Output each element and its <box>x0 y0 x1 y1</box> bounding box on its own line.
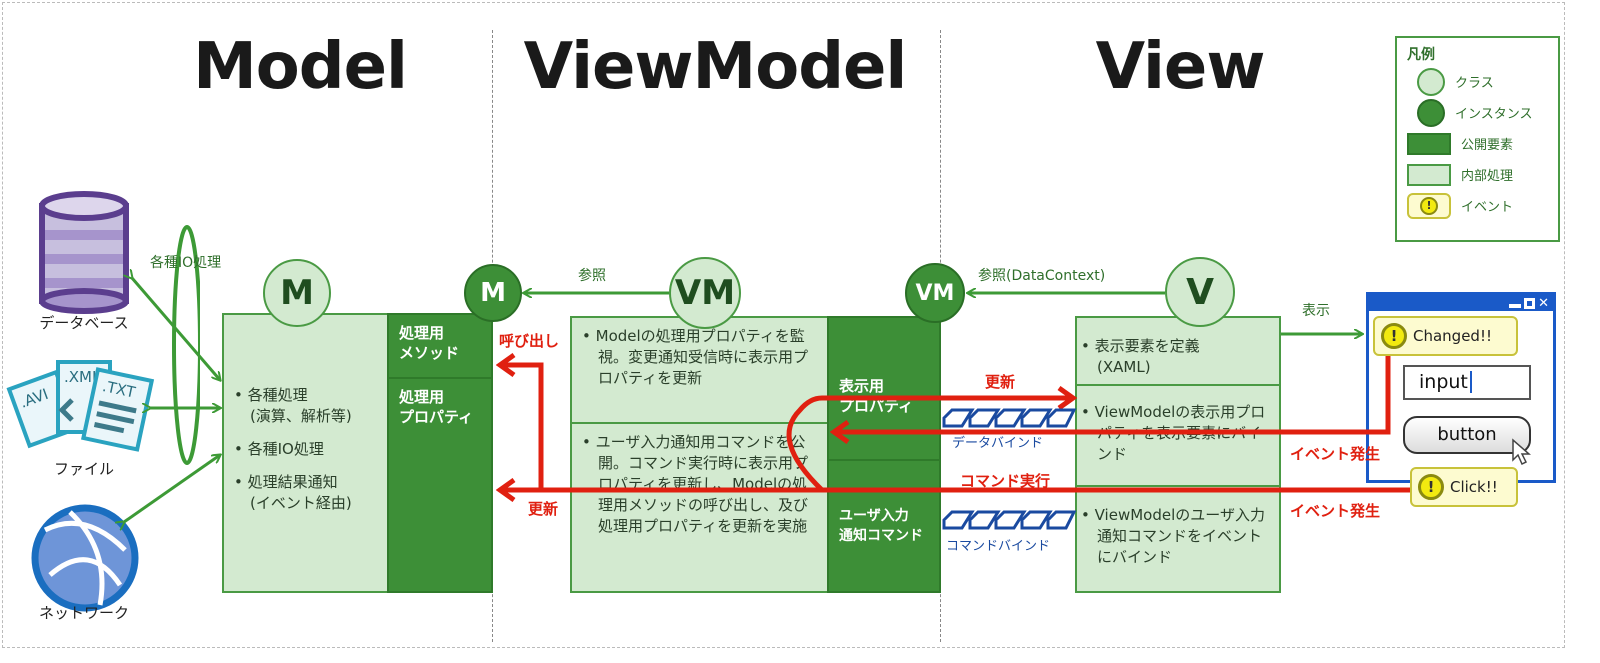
legend-instance: インスタンス <box>1407 97 1548 128</box>
window-titlebar: ✕ <box>1369 295 1553 311</box>
database-label: データベース <box>39 314 129 332</box>
public-box-icon <box>1407 132 1451 155</box>
data-bind-label: データバインド <box>952 436 1044 451</box>
database-icon <box>39 191 129 314</box>
click-event-callout: ! Click!! <box>1410 467 1518 507</box>
close-icon[interactable]: ✕ <box>1538 295 1549 311</box>
changed-event-callout: ! Changed!! <box>1373 316 1518 356</box>
database-io-arrow <box>132 278 220 380</box>
exclamation-icon: ! <box>1418 474 1444 500</box>
viewmodel-class-circle: VM <box>669 257 741 329</box>
maximize-icon[interactable] <box>1524 297 1536 309</box>
viewmodel-public-command: ユーザ入力 通知コマンド <box>827 459 941 593</box>
model-internal-item: 各種処理 (演算、解析等) <box>234 385 381 427</box>
minimize-icon[interactable] <box>1509 304 1522 308</box>
update-view-label: 更新 <box>985 373 1016 391</box>
legend-label: クラス <box>1455 76 1494 91</box>
update-model-label: 更新 <box>528 500 559 518</box>
event-label-2: イベント発生 <box>1290 502 1381 520</box>
viewmodel-instance-circle: VM <box>905 263 965 323</box>
data-bind-chain-icon <box>942 408 1077 428</box>
event-label-1: イベント発生 <box>1290 445 1381 463</box>
command-loop-arrow <box>786 395 824 492</box>
legend-public: 公開要素 <box>1407 128 1548 159</box>
legend-label: インスタンス <box>1455 107 1533 122</box>
model-instance-circle: M <box>464 264 522 322</box>
network-io-arrow <box>124 455 220 522</box>
file-ext-label: .XML <box>64 368 101 386</box>
input-value: input <box>1419 371 1468 393</box>
model-public-method: 処理用 メソッド <box>387 313 493 379</box>
reference-label: 参照 <box>578 268 606 284</box>
model-class-circle: M <box>263 259 331 327</box>
changed-label: Changed!! <box>1413 327 1492 345</box>
command-bind-label: コマンドバインド <box>946 539 1051 554</box>
view-internal-item: ViewModelのユーザ入力通知コマンドをイベントにバインド <box>1077 487 1279 568</box>
legend-label: イベント <box>1461 200 1514 215</box>
model-internal-item: 処理結果通知 (イベント経由) <box>234 472 381 514</box>
input-field[interactable]: input <box>1403 365 1531 400</box>
legend-title: 凡例 <box>1407 47 1435 63</box>
model-internal-item: 各種IO処理 <box>234 439 381 460</box>
click-label: Click!! <box>1450 478 1498 496</box>
legend-label: 内部処理 <box>1461 169 1514 184</box>
legend-class: クラス <box>1407 66 1548 97</box>
legend-internal: 内部処理 <box>1407 159 1548 190</box>
mouse-cursor-icon <box>1512 438 1531 466</box>
changed-event-arrow <box>834 355 1391 432</box>
exclamation-icon: ! <box>1420 196 1438 215</box>
model-internal-box: 各種処理 (演算、解析等) 各種IO処理 処理結果通知 (イベント経由) <box>222 313 389 593</box>
datacontext-reference-label: 参照(DataContext) <box>978 268 1106 284</box>
instance-circle-icon <box>1417 98 1445 127</box>
command-bind-chain-icon <box>942 510 1077 530</box>
view-internal-box: 表示要素を定義 (XAML) ViewModelの表示用プロパティを表示要素にバ… <box>1075 316 1281 593</box>
class-circle-icon <box>1417 67 1445 96</box>
view-internal-item: 表示要素を定義 (XAML) <box>1077 318 1279 386</box>
legend: 凡例 クラス インスタンス 公開要素 内部処理 ! イベント <box>1395 36 1560 242</box>
view-class-circle: V <box>1165 257 1235 327</box>
command-exec-label: コマンド実行 <box>960 472 1051 490</box>
viewmodel-internal-item: Modelの処理用プロパティを監視。変更通知受信時に表示用プロパティを更新 <box>572 318 827 424</box>
event-callout-icon: ! <box>1407 192 1451 219</box>
internal-box-icon <box>1407 163 1451 186</box>
legend-event: ! イベント <box>1407 190 1548 221</box>
network-label: ネットワーク <box>38 604 129 622</box>
io-label: 各種IO処理 <box>150 255 222 271</box>
viewmodel-title: ViewModel <box>523 30 908 104</box>
diagram-frame <box>2 2 1565 648</box>
call-label: 呼び出し <box>499 332 560 350</box>
network-globe-icon <box>31 504 139 612</box>
view-title: View <box>1095 30 1266 104</box>
call-method-arrow <box>500 365 544 490</box>
exclamation-icon: ! <box>1381 323 1407 349</box>
model-public-property: 処理用 プロパティ <box>387 377 493 593</box>
file-label: ファイル <box>53 460 114 478</box>
model-title: Model <box>193 30 408 104</box>
legend-label: 公開要素 <box>1461 138 1514 153</box>
display-label: 表示 <box>1302 303 1330 319</box>
button[interactable]: button <box>1403 416 1531 454</box>
